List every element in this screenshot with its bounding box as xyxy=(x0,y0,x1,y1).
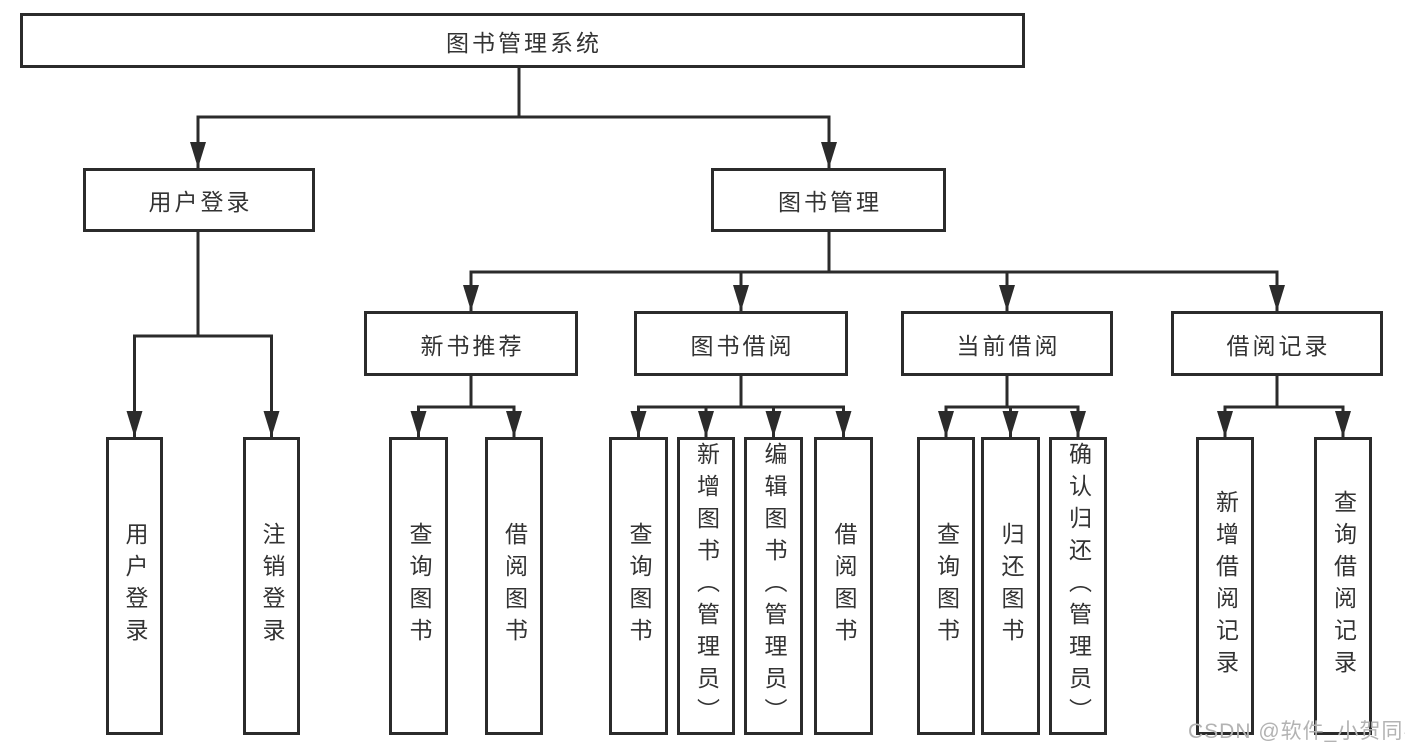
leaf-current-return-books-label: 归还图书 xyxy=(998,522,1024,650)
leaf-borrow-borrow-books-label: 借阅图书 xyxy=(831,522,857,650)
leaf-borrow-query-books-label: 查询图书 xyxy=(626,522,652,650)
arrowhead xyxy=(999,285,1015,311)
arrowhead xyxy=(1269,285,1285,311)
leaf-records-query-record: 查询借阅记录 xyxy=(1314,437,1372,735)
arrowhead xyxy=(765,411,782,437)
arrowhead xyxy=(1217,411,1233,437)
leaf-user-login: 用户登录 xyxy=(106,437,163,735)
node-book-borrow: 图书借阅 xyxy=(634,311,848,376)
node-book-management: 图书管理 xyxy=(711,168,946,232)
leaf-borrow-edit-books-admin: 编辑图书（管理员） xyxy=(744,437,803,735)
connector-groupE-rail xyxy=(1223,405,1345,437)
arrowhead xyxy=(506,411,522,437)
node-user-login-label: 用户登录 xyxy=(148,189,253,215)
arrowhead xyxy=(938,411,954,437)
arrowhead xyxy=(733,285,749,311)
leaf-recommend-query-books-label: 查询图书 xyxy=(406,522,432,650)
arrowhead xyxy=(1002,411,1019,437)
leaf-user-login-label: 用户登录 xyxy=(122,522,148,650)
arrowhead xyxy=(263,411,280,437)
leaf-recommend-borrow-books: 借阅图书 xyxy=(485,437,543,735)
arrowhead xyxy=(630,411,647,437)
connector-groupD-rail xyxy=(944,405,1080,437)
arrowhead xyxy=(835,411,852,437)
leaf-records-add-record: 新增借阅记录 xyxy=(1196,437,1254,735)
connector-groupB-rail xyxy=(417,405,516,437)
node-current-borrow-label: 当前借阅 xyxy=(956,332,1061,359)
leaf-records-query-record-label: 查询借阅记录 xyxy=(1330,490,1357,682)
connector-level3-rail xyxy=(469,270,1279,311)
leaf-borrow-add-books-admin-label: 新增图书（管理员） xyxy=(693,442,720,730)
watermark: CSDN @软件_小贺同学 xyxy=(1188,720,1405,743)
arrowhead xyxy=(126,411,143,437)
leaf-current-confirm-return-admin-label: 确认归还（管理员） xyxy=(1065,442,1092,730)
leaf-current-return-books: 归还图书 xyxy=(981,437,1040,735)
node-book-borrow-label: 图书借阅 xyxy=(690,332,795,359)
leaf-borrow-borrow-books: 借阅图书 xyxy=(814,437,873,735)
leaf-borrow-query-books: 查询图书 xyxy=(609,437,668,735)
leaf-logout: 注销登录 xyxy=(243,437,300,735)
connector-groupA-rail xyxy=(133,334,273,437)
arrowhead xyxy=(190,142,206,168)
leaf-borrow-add-books-admin: 新增图书（管理员） xyxy=(677,437,735,735)
leaf-logout-label: 注销登录 xyxy=(259,522,285,650)
arrowhead xyxy=(1335,411,1351,437)
leaf-current-query-books: 查询图书 xyxy=(917,437,975,735)
node-new-book-recommend: 新书推荐 xyxy=(364,311,578,376)
node-root: 图书管理系统 xyxy=(20,13,1025,68)
leaf-current-query-books-label: 查询图书 xyxy=(933,522,960,650)
node-borrow-records-label: 借阅记录 xyxy=(1226,332,1331,359)
arrowhead xyxy=(1070,411,1086,437)
arrowhead xyxy=(698,411,714,437)
arrowhead xyxy=(410,411,427,437)
leaf-recommend-query-books: 查询图书 xyxy=(389,437,448,735)
connector-groupC-rail xyxy=(637,405,845,437)
node-current-borrow: 当前借阅 xyxy=(901,311,1113,376)
node-book-management-label: 图书管理 xyxy=(778,189,882,215)
node-new-book-recommend-label: 新书推荐 xyxy=(420,332,525,359)
connector-level2-rail xyxy=(196,115,831,168)
leaf-borrow-edit-books-admin-label: 编辑图书（管理员） xyxy=(761,442,787,730)
leaf-records-add-record-label: 新增借阅记录 xyxy=(1212,490,1239,682)
arrowhead xyxy=(821,142,837,168)
leaf-current-confirm-return-admin: 确认归还（管理员） xyxy=(1049,437,1107,735)
node-borrow-records: 借阅记录 xyxy=(1171,311,1383,376)
leaf-recommend-borrow-books-label: 借阅图书 xyxy=(501,522,528,650)
node-root-label: 图书管理系统 xyxy=(446,29,602,56)
node-user-login: 用户登录 xyxy=(83,168,315,232)
arrowhead xyxy=(463,285,479,311)
